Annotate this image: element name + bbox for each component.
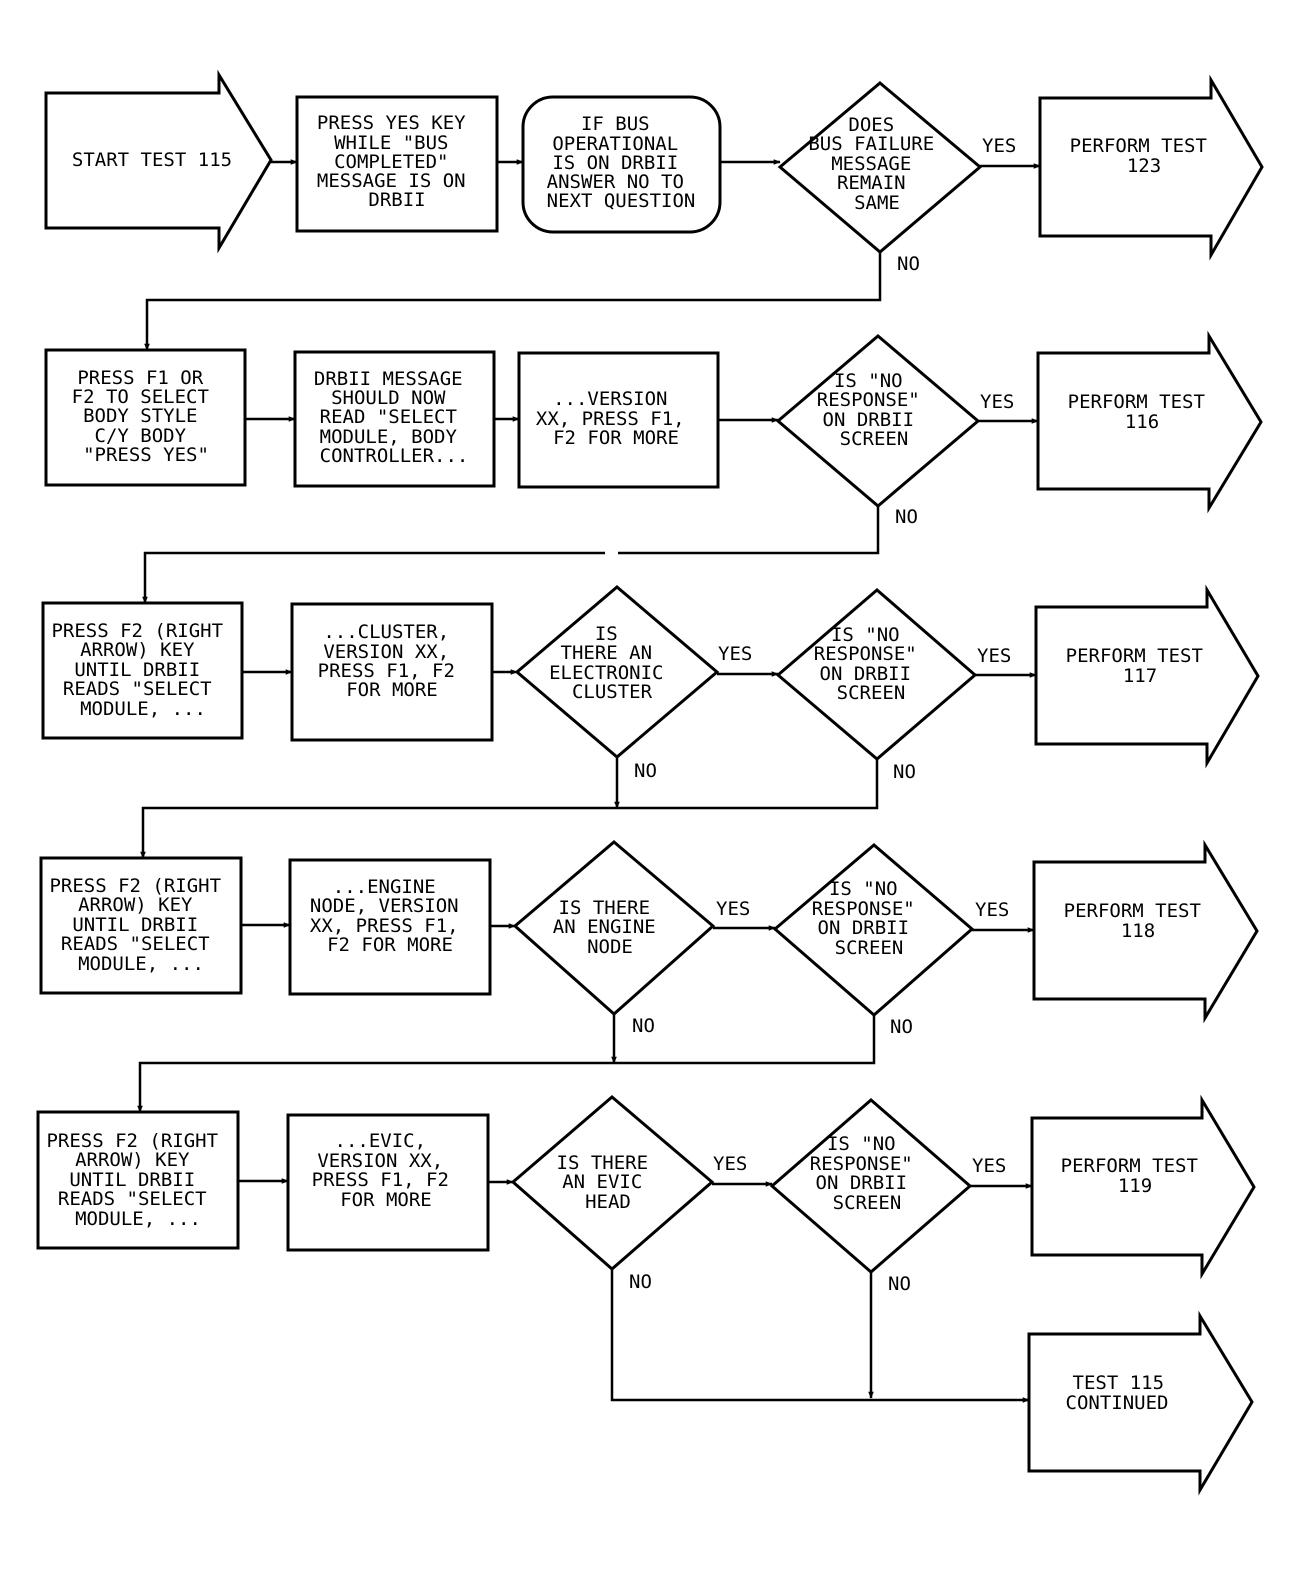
step-label: PRESS F1 OR F2 TO SELECT BODY STYLE C/Y … [72, 367, 221, 466]
decision-label: IS THERE AN EVIC HEAD [557, 1152, 660, 1213]
step-cluster-version [290, 602, 494, 742]
connector-no [142, 551, 605, 604]
yes-label: YES [718, 643, 752, 665]
decision-label: IS THERE AN ENGINE NODE [553, 897, 667, 958]
result-perform-test-116-arrow [1036, 330, 1263, 514]
step-engine-node-version [288, 858, 492, 996]
yes-label: YES [980, 391, 1014, 413]
start-test-115-arrow [44, 69, 273, 254]
decision-label: DOES BUS FAILURE MESSAGE REMAIN SAME [808, 114, 945, 214]
step-press-f2-right-arrow [36, 1110, 240, 1250]
result-perform-test-118-arrow [1032, 839, 1259, 1024]
connector-no [144, 252, 882, 351]
connector-no [137, 1015, 876, 1113]
yes-label: YES [713, 1153, 747, 1175]
decision-label: IS "NO RESPONSE" ON DRBII SCREEN [810, 1133, 924, 1214]
result-label: PERFORM TEST 116 [1068, 391, 1217, 433]
step-label: PRESS YES KEY WHILE "BUS COMPLETED" MESS… [317, 112, 477, 211]
no-label: NO [888, 1273, 911, 1295]
step-label: PRESS F2 (RIGHT ARROW) KEY UNTIL DRBII R… [46, 1130, 229, 1230]
step-drbii-message [293, 350, 496, 488]
connector-no [618, 506, 880, 555]
decision-label: IS "NO RESPONSE" ON DRBII SCREEN [812, 878, 926, 959]
no-label: NO [890, 1016, 913, 1038]
step-label: PRESS F2 (RIGHT ARROW) KEY UNTIL DRBII R… [51, 620, 234, 720]
decision-label: IS THERE AN ELECTRONIC CLUSTER [549, 623, 675, 703]
step-label: ...CLUSTER, VERSION XX, PRESS F1, F2 FOR… [318, 621, 467, 701]
result-perform-test-123-arrow [1038, 74, 1264, 261]
no-label: NO [893, 761, 916, 783]
step-press-f1-or-f2 [44, 348, 247, 487]
connector-no [610, 1269, 1030, 1403]
result-label: PERFORM TEST 123 [1070, 135, 1219, 177]
no-label: NO [629, 1271, 652, 1293]
no-label: NO [632, 1015, 655, 1037]
decision-label: IS "NO RESPONSE" ON DRBII SCREEN [814, 624, 928, 704]
step-version [517, 351, 720, 489]
step-label: ...VERSION XX, PRESS F1, F2 FOR MORE [536, 388, 696, 449]
no-label: NO [897, 253, 920, 275]
result-label: PERFORM TEST 119 [1061, 1155, 1210, 1197]
step-press-f2-right-arrow [41, 601, 244, 740]
connector-no [140, 759, 879, 859]
result-perform-test-117-arrow [1034, 584, 1260, 769]
decision-label: IS "NO RESPONSE" ON DRBII SCREEN [817, 370, 931, 450]
step-label: PRESS F2 (RIGHT ARROW) KEY UNTIL DRBII R… [49, 875, 232, 975]
yes-label: YES [716, 898, 750, 920]
result-label: PERFORM TEST 117 [1066, 645, 1215, 687]
yes-label: YES [982, 135, 1016, 157]
step-press-f2-right-arrow [39, 856, 243, 995]
step-label: ...EVIC, VERSION XX, PRESS F1, F2 FOR MO… [312, 1130, 461, 1211]
yes-label: YES [975, 899, 1009, 921]
result-perform-test-119-arrow [1030, 1094, 1256, 1280]
result-test-115-continued-arrow [1027, 1310, 1254, 1496]
step-label: ...ENGINE NODE, VERSION XX, PRESS F1, F2… [310, 876, 470, 956]
yes-label: YES [977, 645, 1011, 667]
step-press-yes-key [295, 95, 499, 233]
result-label: TEST 115 CONTINUED [1066, 1372, 1176, 1414]
yes-label: YES [972, 1155, 1006, 1177]
step-evic-version [286, 1113, 490, 1252]
step-label: DRBII MESSAGE SHOULD NOW READ "SELECT MO… [314, 368, 474, 467]
result-label: PERFORM TEST 118 [1064, 900, 1213, 942]
no-label: NO [895, 506, 918, 528]
note-label: IF BUS OPERATIONAL IS ON DRBII ANSWER NO… [547, 113, 696, 212]
start-label: START TEST 115 [72, 149, 232, 171]
no-label: NO [634, 760, 657, 782]
